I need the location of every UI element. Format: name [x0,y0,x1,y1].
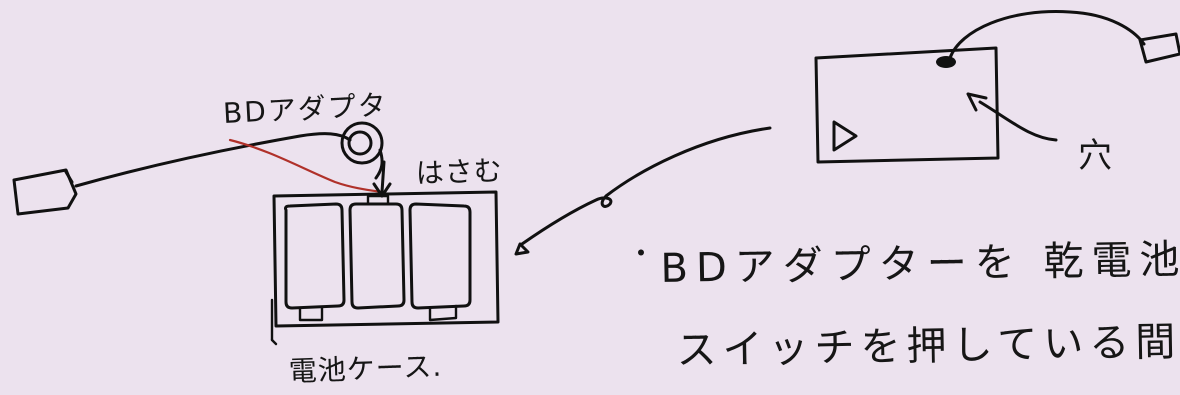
label-hasamu: はさむ [415,153,504,190]
cable-tip-triangle [514,242,530,256]
note-line-2: スイッチを押している間 [676,319,1180,374]
controller-box [814,46,1000,164]
battery-1 [284,202,346,310]
battery-3 [408,202,472,310]
label-battery-case: 電池ケース. [288,349,443,388]
note-line-1: BDアダプターを 乾電池 [660,236,1180,292]
cable-right [520,126,772,246]
bd-adapter-ring [340,121,384,180]
battery-case [270,190,500,346]
play-triangle-icon [832,120,858,152]
note-bullet: ・ [627,237,656,270]
cable-left [74,132,352,188]
cable-top-right [948,10,1146,60]
battery-2 [348,202,406,310]
red-wire [228,138,384,194]
right-plug [1138,32,1180,64]
hole-arrow [966,92,1058,142]
left-plug [12,168,78,216]
label-hole: 穴 [1078,136,1112,176]
